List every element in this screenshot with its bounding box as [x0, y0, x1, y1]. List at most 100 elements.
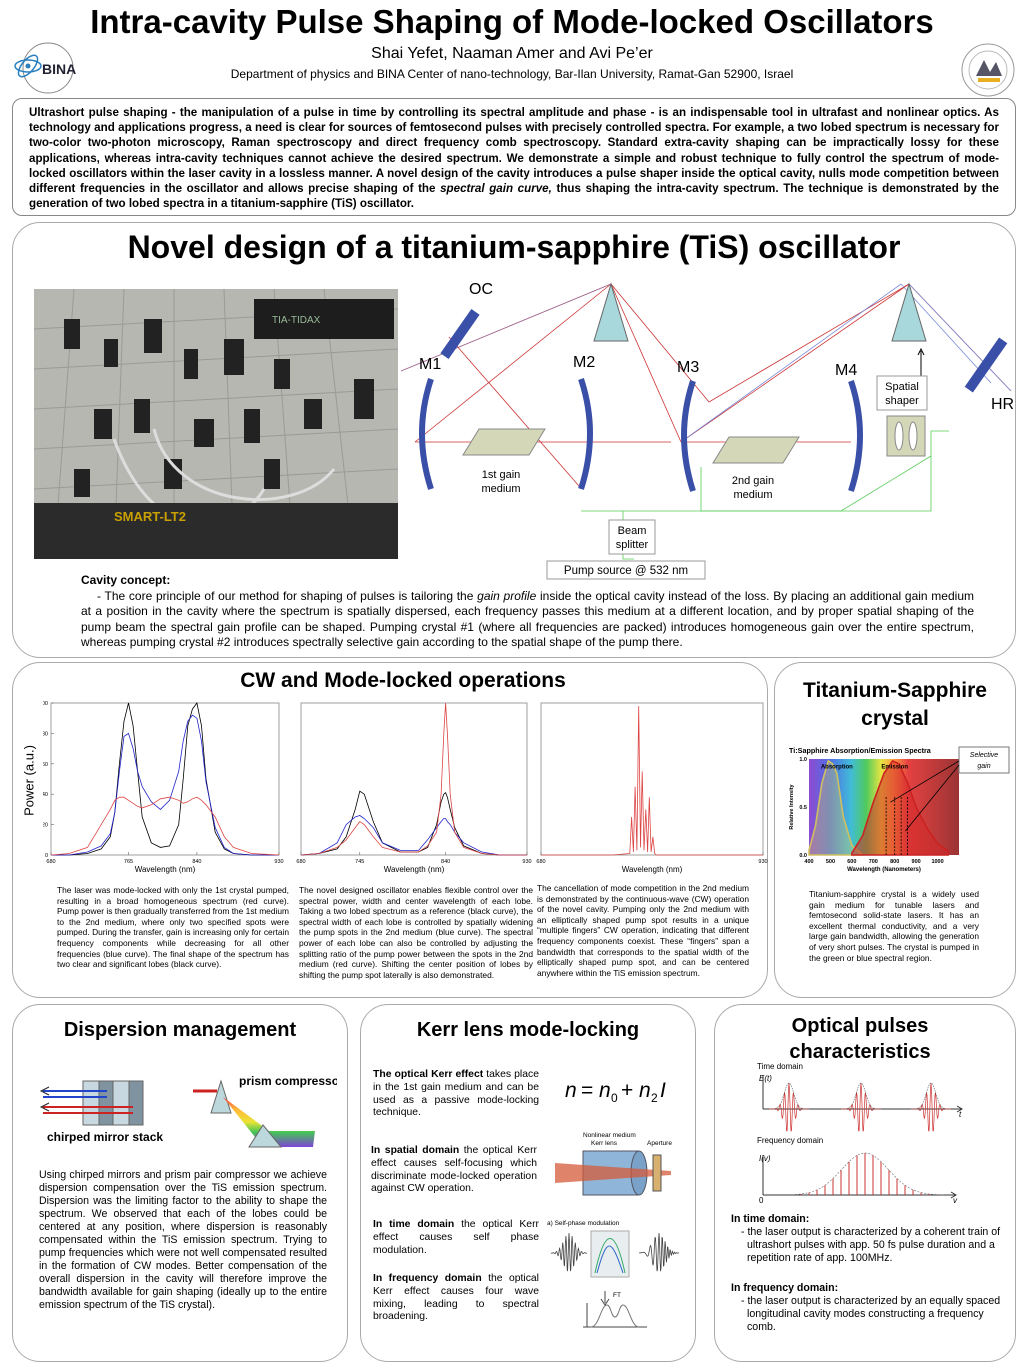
- svg-text:0: 0: [759, 1196, 764, 1205]
- svg-text:splitter: splitter: [616, 539, 649, 551]
- x-tick-label: 930: [522, 859, 531, 865]
- x-tick-label: 700: [869, 859, 878, 865]
- svg-text:2: 2: [651, 1091, 658, 1105]
- svg-text:Nonlinear medium: Nonlinear medium: [583, 1132, 636, 1139]
- svg-text:Aperture: Aperture: [647, 1140, 672, 1147]
- legend-absorption: Absorption: [821, 765, 853, 771]
- callout-line-1: Selective: [970, 752, 999, 759]
- x-tick-label: 600: [847, 859, 856, 865]
- university-logo: [961, 43, 1015, 97]
- y-tick-label: 1.0: [799, 757, 807, 763]
- pump-label: Pump source @ 532 nm: [564, 565, 688, 577]
- y-tick-label: 100: [43, 701, 48, 707]
- svg-text:=: =: [581, 1079, 593, 1102]
- pulse-envelope: [769, 1082, 809, 1110]
- kerr-lens-figure: Nonlinear medium Kerr lens Aperture: [555, 1132, 672, 1196]
- m1-label: M1: [419, 356, 441, 373]
- svg-text:Beam: Beam: [618, 525, 647, 537]
- x-tick-label: 680: [296, 859, 305, 865]
- x-tick-label: 800: [890, 859, 899, 865]
- callout-pointer: [890, 760, 960, 803]
- pump-source-box: [546, 560, 706, 580]
- svg-text:+: +: [621, 1079, 633, 1102]
- cw-title: CW and Mode-locked operations: [240, 669, 566, 692]
- chart-frame-1: [50, 702, 280, 856]
- pulse-envelope: [911, 1082, 951, 1110]
- cw-panel: CW and Mode-locked operations Power (a.u…: [12, 662, 768, 998]
- x-axis-label: Wavelength (nm): [622, 865, 683, 874]
- x-tick-label: 1000: [931, 859, 943, 865]
- kerr-p3: In time domain the optical Kerr effect c…: [373, 1219, 539, 1256]
- spectrum-line-1-3: [50, 796, 280, 856]
- svg-text:medium: medium: [481, 483, 520, 495]
- oc-mirror: [440, 309, 480, 359]
- design-panel: Novel design of a titanium-sapphire (TiS…: [12, 222, 1016, 658]
- svg-text:t: t: [959, 1110, 962, 1119]
- prism-compressor: [193, 1079, 315, 1148]
- oscillator-photo: TIA-TIDAX SMART-LT2: [34, 289, 398, 559]
- beam-splitter-box: [608, 519, 656, 555]
- x-tick-label: 680: [46, 859, 55, 865]
- x-tick-label: 765: [124, 859, 133, 865]
- m4-label: M4: [835, 362, 857, 379]
- tis-chart-title: Ti:Sapphire Absorption/Emission Spectra: [789, 746, 932, 755]
- y-tick-label: 0.5: [799, 805, 807, 811]
- prism-label: prism compressor: [239, 1074, 337, 1088]
- prism-1: [593, 282, 629, 342]
- cw-ylabel: Power (a.u.): [21, 745, 37, 816]
- x-tick-label: 840: [441, 859, 450, 865]
- authors: Shai Yefet, Naaman Amer and Avi Pe’er: [371, 45, 653, 62]
- pulse: [841, 1082, 881, 1132]
- mirror-label: chirped mirror stack: [47, 1130, 163, 1144]
- y-tick-label: 60: [43, 762, 48, 768]
- m3-mirror: [681, 380, 696, 492]
- x-axis-label: Wavelength (nm): [384, 865, 445, 874]
- svg-text:TIA-TIDAX: TIA-TIDAX: [272, 315, 321, 326]
- dispersion-panel: Dispersion management chirped mirror sta…: [12, 1004, 348, 1362]
- x-tick-label: 745: [355, 859, 364, 865]
- dispersion-text: Using chirped mirrors and prism pair com…: [39, 1169, 327, 1311]
- svg-text:Kerr lens: Kerr lens: [591, 1140, 618, 1147]
- poster-title: Intra-cavity Pulse Shaping of Mode-locke…: [90, 3, 934, 40]
- abstract-text: Ultrashort pulse shaping - the manipulat…: [29, 106, 1000, 211]
- m2-mirror: [578, 378, 593, 490]
- m4-mirror: [848, 380, 863, 492]
- x-axis-label: Wavelength (nm): [135, 865, 196, 874]
- selective-gain-callout: [958, 746, 1010, 774]
- m3-label: M3: [677, 359, 699, 376]
- tis-caption: Titanium-sapphire crystal is a widely us…: [809, 889, 979, 963]
- x-tick-label: 500: [826, 859, 835, 865]
- x-tick-label: 930: [758, 859, 767, 865]
- optical-freq-text: In frequency domain: - the laser output …: [731, 1282, 1001, 1333]
- comb-envelope: [794, 1152, 946, 1196]
- spm-figure: a) Self-phase modulation FT: [547, 1220, 680, 1328]
- svg-text:E(t): E(t): [759, 1074, 772, 1083]
- svg-text:Spatial: Spatial: [885, 381, 919, 393]
- m2-label: M2: [573, 354, 595, 371]
- concept-heading: Cavity concept:: [81, 573, 171, 587]
- optical-time-text: In time domain: - the laser output is ch…: [731, 1213, 1001, 1264]
- y-tick-label: 0.0: [799, 853, 807, 859]
- svg-text:v: v: [953, 1196, 958, 1205]
- spectrum-line-2-2: [300, 815, 527, 856]
- spectrum-line-2-1: [300, 790, 527, 856]
- cw-charts: 020406080100680765840930Wavelength (nm)6…: [43, 701, 768, 874]
- kerr-panel: Kerr lens mode-locking The optical Kerr …: [360, 1004, 696, 1362]
- spectrum-line-2-3: [300, 702, 527, 856]
- department: Department of physics and BINA Center of…: [230, 67, 794, 81]
- time-domain-label: Time domain: [757, 1062, 803, 1071]
- svg-text:n: n: [599, 1079, 611, 1102]
- x-tick-label: 400: [804, 859, 813, 865]
- photo-label: SMART-LT2: [114, 509, 186, 524]
- chart-frame-2: [300, 702, 528, 856]
- dispersion-title: Dispersion management: [63, 1019, 297, 1041]
- y-tick-label: 20: [43, 823, 48, 829]
- y-tick-label: 0: [45, 853, 48, 859]
- hr-label: HR: [991, 396, 1013, 413]
- svg-text:shaper: shaper: [885, 395, 919, 407]
- svg-text:n: n: [565, 1079, 577, 1102]
- x-tick-label: 680: [536, 859, 545, 865]
